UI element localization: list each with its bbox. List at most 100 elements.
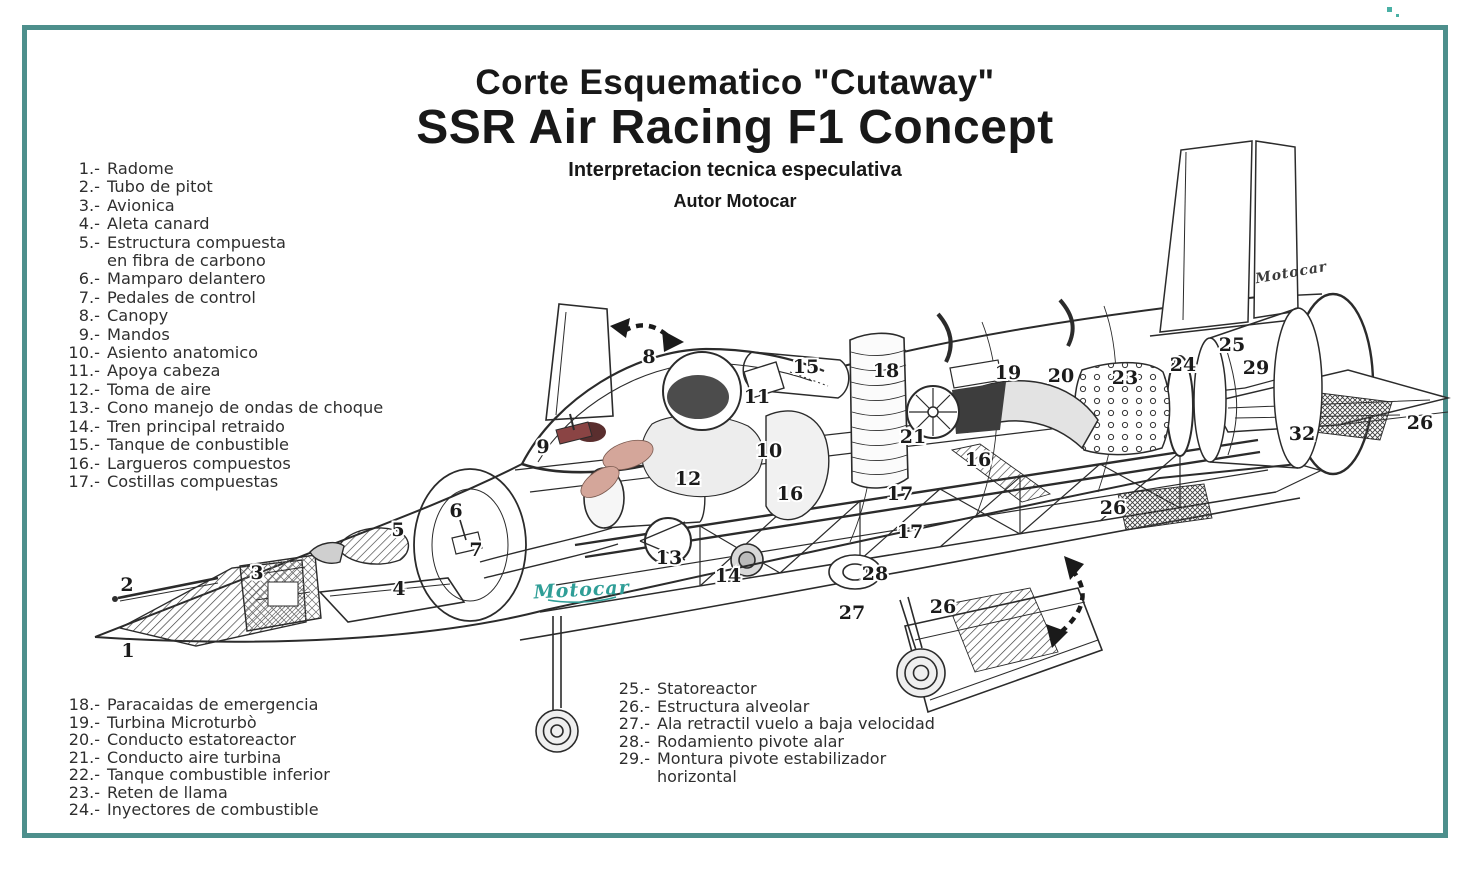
nose-section [112, 461, 706, 647]
callout-number-23: 23 [1112, 367, 1138, 389]
page-frame [22, 25, 1448, 838]
canard-fin [318, 577, 466, 623]
legend-item: 4.-Aleta canard [60, 214, 383, 234]
legend-item: 8.-Canopy [60, 306, 383, 326]
legend-item-number: 8.- [78, 306, 100, 326]
section-frame-band [936, 312, 953, 363]
control-stick [569, 413, 575, 431]
legend-item: 7.-Pedales de control [60, 287, 383, 307]
callout-number-8: 8 [642, 346, 655, 368]
callout-number-2: 2 [120, 574, 133, 596]
legend-item-label: Apoya cabeza [107, 361, 221, 381]
legend-item-number: 23.- [68, 782, 100, 802]
legend-item: 12.-Toma de aire [60, 379, 383, 399]
pilot-forearm [580, 466, 620, 498]
lower-fuselage-line [94, 463, 1299, 643]
shock-cone [644, 517, 692, 565]
legend-item-label: Conducto estatoreactor [107, 730, 296, 749]
legend-item-label: Mamparo delantero [107, 269, 266, 289]
callout-number-4: 4 [392, 578, 405, 600]
legend-item: 17.- Costillas compuestas [60, 471, 383, 491]
legend-item-number: 17.- [68, 471, 100, 491]
signature-underline [547, 596, 617, 603]
legend-item-number: 13.- [68, 398, 100, 418]
legend-item-number: 2.- [78, 177, 100, 197]
legend-item-label: Tanque combustible inferior [107, 765, 330, 784]
retractable-wing-panel [904, 587, 1104, 714]
callout-number-29: 29 [1243, 357, 1269, 379]
legend-item: 24.-Inyectores de combustible [60, 801, 330, 819]
legend-item-number: 20.- [68, 730, 100, 749]
corner-mark [1396, 14, 1399, 17]
legend-item-label: Cono manejo de ondas de choque [107, 398, 384, 418]
legend-item-number: 3.- [78, 195, 100, 215]
legend-item-number: 18.- [68, 695, 100, 714]
motion-arrows [610, 318, 1085, 648]
title-block: Corte Esquematico "Cutaway" SSR Air Raci… [22, 64, 1448, 212]
legend-item: 26.- Estructura alveolar [608, 696, 935, 716]
callout-number-13: 13 [656, 547, 682, 569]
legend-item: 1.-Radome [60, 159, 383, 178]
legend-item-label: Pedales de control [107, 287, 256, 307]
page-title-line2: SSR Air Racing F1 Concept [416, 101, 1054, 154]
callout-number-32: 32 [1289, 423, 1315, 445]
legend-item-label: Montura pivote estabilizador horizontal [657, 749, 887, 786]
callout-number-6: 6 [449, 500, 462, 522]
callout-number-15: 15 [793, 356, 819, 378]
callout-number-26: 26 [1100, 497, 1126, 519]
legend-item-label: Estructura alveolar [657, 696, 810, 716]
headrest [743, 361, 785, 399]
callout-number-3: 3 [250, 562, 263, 584]
legend-item-label: Asiento anatomico [107, 343, 259, 363]
pilot-arm [602, 439, 654, 471]
intake-fairing [309, 541, 345, 564]
callout-number-17: 17 [887, 483, 913, 505]
wing-composite-patches [950, 443, 1213, 531]
legend-item-label: Tren principal retraido [107, 416, 285, 436]
legend-item-number: 9.- [78, 324, 100, 344]
legend-item-number: 4.- [78, 214, 100, 234]
callout-number-24: 24 [1170, 354, 1196, 376]
legend-item: 21.-Conducto aire turbina [60, 748, 330, 767]
legend-item: 28.-Rodamiento pivote alar [608, 732, 935, 751]
callout-number-28: 28 [862, 563, 888, 585]
legend-item-number: 10.- [68, 343, 100, 363]
legend-item-number: 19.- [68, 712, 100, 732]
callout-number-11: 11 [744, 386, 770, 408]
callout-number-26: 26 [930, 596, 956, 618]
legend-item: 25.-Statoreactor [608, 680, 935, 698]
legend-item: 20.- Conducto estatoreactor [60, 731, 330, 749]
legend-item: 22.-Tanque combustible inferior [60, 766, 330, 784]
legend-item-number: 26.- [618, 696, 650, 716]
legend-item-label: Largueros compuestos [107, 453, 291, 473]
legend-item: 11.-Apoya cabeza [60, 361, 383, 381]
callout-number-20: 20 [1048, 365, 1074, 387]
callout-number-17: 17 [897, 521, 923, 543]
legend-item: 6.-Mamparo delantero [60, 269, 383, 289]
corner-mark [1387, 7, 1392, 12]
legend-item-number: 1.- [78, 159, 100, 178]
legend-item-label: Reten de llama [107, 782, 228, 802]
callout-number-21: 21 [900, 426, 926, 448]
page-title-line1: Corte Esquematico "Cutaway" [475, 63, 995, 102]
legend-item-number: 25.- [618, 679, 650, 698]
honeycomb-patch-panel [947, 587, 1059, 673]
legend-item-label: Tubo de pitot [107, 177, 213, 197]
callout-number-16: 16 [965, 449, 991, 471]
statoreactor-fwd-ring [1193, 337, 1227, 463]
legend-item: 5.-Estructura compuesta en fibra de carb… [60, 232, 383, 271]
nose-gear-strut [552, 616, 562, 710]
legend-item: 16.-Largueros compuestos [60, 453, 383, 473]
callout-number-27: 27 [839, 602, 865, 624]
legend-item-label: Costillas compuestas [107, 471, 279, 491]
legend-item-number: 5.- [78, 232, 100, 252]
legend-item-label: Paracaidas de emergencia [107, 695, 319, 714]
legend-item: 18.- Paracaidas de emergencia [60, 696, 330, 714]
legend-item: 3.-Avionica [60, 195, 383, 215]
legend-item-number: 12.- [68, 379, 100, 399]
rear-gear-wheel [896, 648, 946, 698]
control-pedals [451, 531, 483, 555]
author-line: Autor Motocar [673, 191, 797, 211]
